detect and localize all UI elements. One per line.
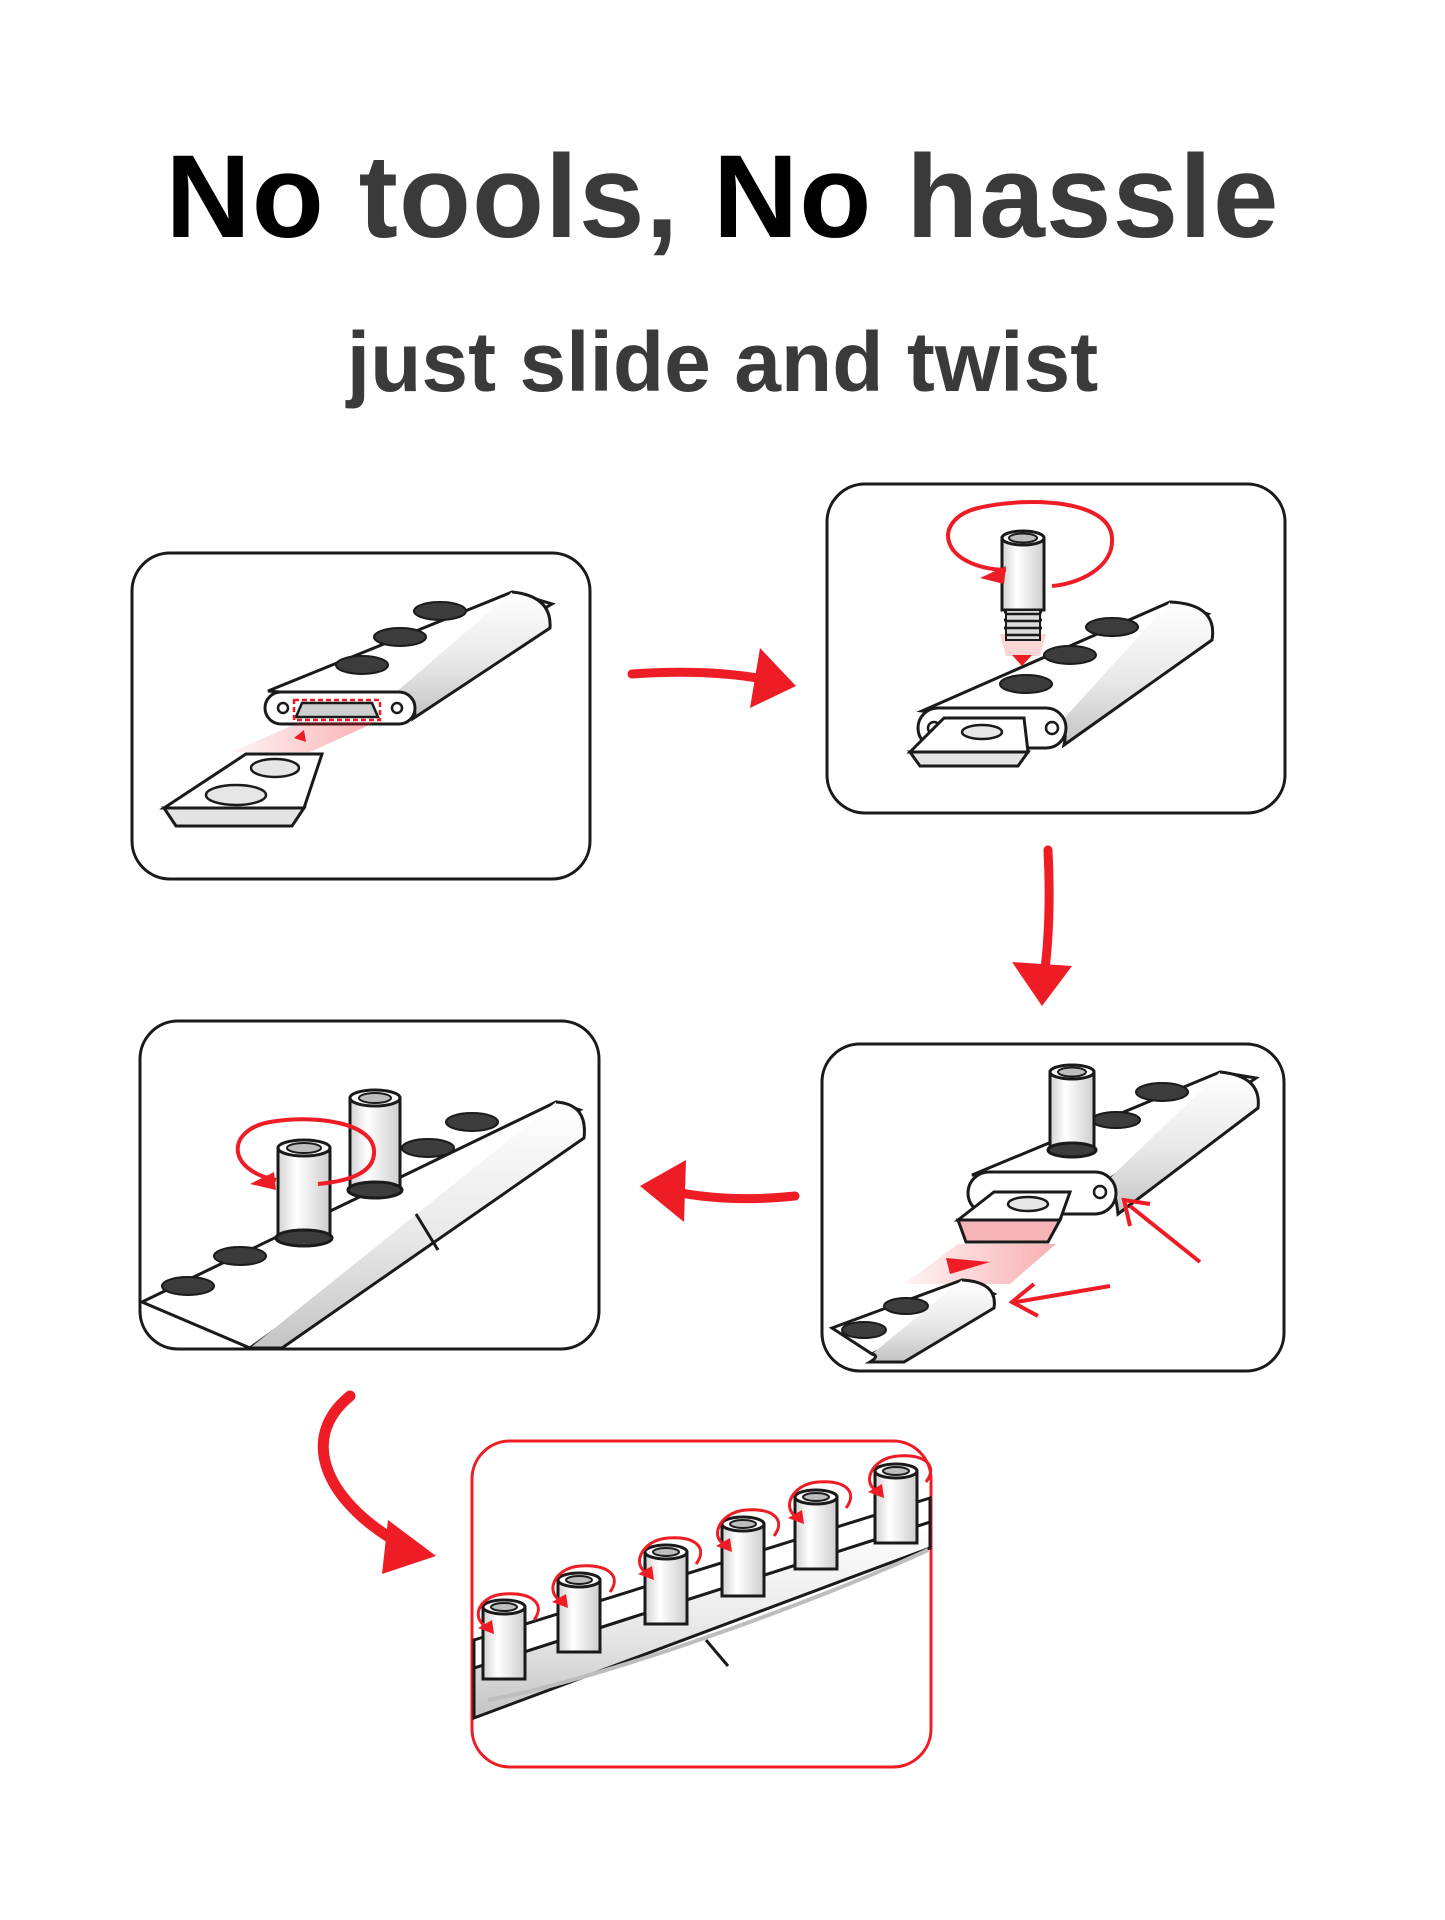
page-title: No tools, No hassle xyxy=(0,138,1445,256)
arrowhead-left-1 xyxy=(640,1160,686,1222)
slide-connector-into-rail-icon xyxy=(158,590,556,828)
step-panel-4 xyxy=(138,1019,601,1351)
push-next-rail-onto-connector-icon xyxy=(828,1063,1260,1364)
finished-rail-with-posts-icon xyxy=(472,1454,933,1721)
title-word-no-1: No xyxy=(165,131,325,263)
arrow-curved-1 xyxy=(317,1390,414,1554)
step-panel-5 xyxy=(470,1439,933,1769)
page-subtitle: just slide and twist xyxy=(346,315,1099,409)
twist-posts-icon xyxy=(138,1088,586,1350)
title-word-no-2: No xyxy=(713,131,873,263)
step-panel-2 xyxy=(825,482,1287,815)
arrowhead-down-1 xyxy=(1012,962,1072,1006)
title-word-tools: tools, xyxy=(358,131,680,263)
arrowhead-curved-1 xyxy=(382,1520,436,1574)
step-panel-3 xyxy=(820,1042,1286,1373)
twist-post-into-hole-icon xyxy=(906,500,1215,768)
step-panel-1 xyxy=(130,551,592,881)
title-word-hassle: hassle xyxy=(906,131,1280,263)
arrowhead-right-1 xyxy=(750,648,796,708)
